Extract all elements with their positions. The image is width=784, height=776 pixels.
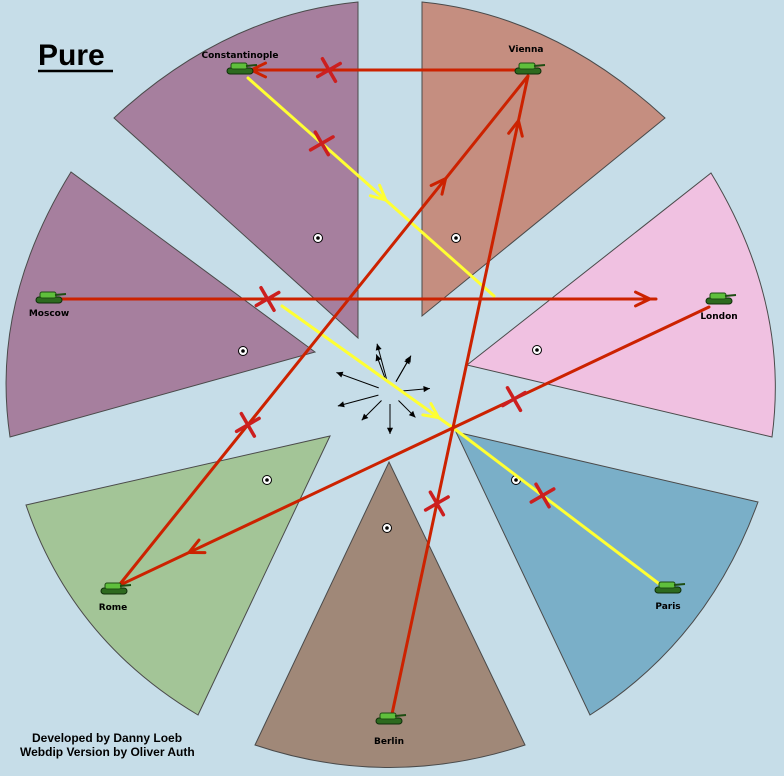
label-moscow: Moscow [29, 309, 69, 319]
credits-developer: Developed by Danny Loeb [32, 731, 182, 745]
label-constantinople: Constantinople [202, 51, 279, 61]
order-line [246, 76, 496, 298]
direction-arrowhead [375, 343, 382, 351]
army-icon[interactable] [705, 292, 737, 305]
direction-arrowhead [386, 427, 394, 434]
failed-order-mark [308, 135, 335, 152]
label-berlin: Berlin [374, 737, 404, 747]
supply-center-icon [532, 345, 542, 355]
territory-labels: Constantinople Vienna London Paris Berli… [29, 45, 738, 747]
territory-moscow[interactable] [5, 171, 317, 438]
map-title: Pure [38, 39, 105, 72]
direction-arrowhead [336, 371, 344, 378]
army-icon[interactable] [514, 62, 546, 75]
supply-center-icon [451, 233, 461, 243]
order-arrowhead [634, 290, 652, 308]
army-icon[interactable] [375, 712, 407, 725]
label-london: London [700, 312, 737, 322]
order-arrowhead [429, 177, 448, 196]
army-icon[interactable] [35, 291, 67, 304]
failed-order-mark [500, 390, 527, 408]
territory-paris[interactable] [455, 431, 759, 716]
direction-arrow [336, 372, 379, 389]
order-line [390, 74, 530, 716]
order-arrowhead [507, 119, 524, 138]
label-vienna: Vienna [509, 45, 544, 55]
supply-center-icon [313, 233, 323, 243]
order-arrowhead [187, 538, 207, 555]
label-paris: Paris [655, 602, 680, 612]
order-line [454, 428, 664, 588]
failed-order-mark [234, 416, 261, 434]
failed-order-mark [315, 61, 342, 79]
orders-layer [47, 56, 711, 716]
order-arrowhead [421, 402, 441, 420]
army-icon[interactable] [654, 581, 686, 594]
direction-arrowhead [361, 413, 369, 421]
direction-arrow [376, 343, 388, 381]
order-line [116, 305, 711, 588]
direction-arrowhead [337, 401, 345, 408]
units-layer [35, 62, 737, 725]
supply-center-icon [262, 475, 272, 485]
label-rome: Rome [99, 603, 128, 613]
army-icon[interactable] [100, 582, 132, 595]
army-icon[interactable] [226, 62, 258, 75]
territory-london[interactable] [465, 172, 776, 438]
direction-arrowhead [405, 355, 411, 363]
order-arrowhead [368, 183, 388, 202]
supply-center-icon [382, 523, 392, 533]
territory-vienna[interactable] [421, 1, 666, 318]
failed-order-mark [529, 487, 556, 504]
territory-rome[interactable] [25, 435, 331, 716]
territory-constantinople[interactable] [113, 1, 359, 340]
credits-webdip: Webdip Version by Oliver Auth [20, 745, 195, 759]
order-line [114, 74, 530, 591]
direction-arrow [337, 394, 379, 407]
direction-arrowhead [408, 410, 416, 418]
failed-order-mark [254, 290, 281, 308]
direction-arrowhead [423, 386, 430, 393]
failed-order-mark [423, 495, 450, 512]
direction-arrowhead [375, 354, 382, 362]
center-direction-arrows [336, 343, 430, 434]
supply-center-icon [238, 346, 248, 356]
territory-berlin[interactable] [254, 460, 526, 768]
order-line [280, 304, 458, 432]
